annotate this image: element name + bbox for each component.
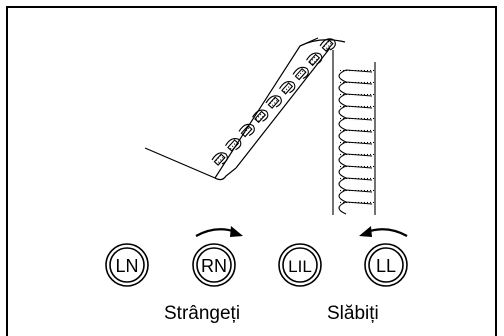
stitch-loop (306, 52, 323, 65)
stitch-thread (308, 53, 321, 67)
clockwise-arrow-icon (195, 226, 243, 237)
tighten-label: Strângeți (164, 303, 241, 324)
stitch-thread (254, 110, 267, 124)
stitch-thread (267, 96, 280, 109)
overlock-thread (340, 201, 374, 205)
stitch-loop (265, 95, 282, 108)
dial-rn-label: RN (201, 256, 227, 276)
diagram-frame (6, 6, 497, 336)
stitch-loop (319, 38, 336, 51)
dial-lil-label: LIL (288, 257, 312, 276)
overlock-thread (340, 165, 374, 169)
diagonal-stitching (211, 38, 336, 166)
dial-lil[interactable]: LIL (278, 243, 322, 287)
stitch-loop (238, 123, 255, 136)
stitch-thread (281, 82, 294, 95)
dial-ll[interactable]: LL (364, 243, 408, 287)
stitch-loop (279, 81, 296, 94)
counterclockwise-arrow-icon (359, 226, 408, 237)
overlock-thread (340, 141, 374, 145)
dial-rn[interactable]: RN (192, 243, 236, 287)
stitch-thread (294, 68, 307, 81)
stitch-thread (321, 39, 334, 52)
stitch-thread (213, 153, 226, 166)
overlock-thread (340, 177, 374, 181)
overlock-thread (340, 189, 374, 193)
overlock-thread (340, 153, 374, 157)
stitch-loop (211, 152, 228, 165)
overlock-thread (340, 81, 374, 85)
stitch-loop (292, 66, 309, 79)
vertical-overlock-seam (332, 50, 376, 215)
stitch-thread (227, 139, 240, 152)
stitch-thread (240, 125, 253, 138)
overlock-thread (340, 93, 374, 97)
dial-ln-label: LN (115, 256, 138, 276)
loosen-label: Slăbiți (327, 303, 379, 324)
dial-ll-label: LL (376, 256, 396, 276)
dial-ln[interactable]: LN (105, 243, 149, 287)
overlock-thread (340, 69, 374, 73)
overlock-thread (340, 129, 374, 133)
overlock-thread (340, 105, 374, 109)
stitch-loop (252, 109, 269, 122)
stitch-loop (225, 138, 242, 151)
overlock-thread (340, 117, 374, 121)
